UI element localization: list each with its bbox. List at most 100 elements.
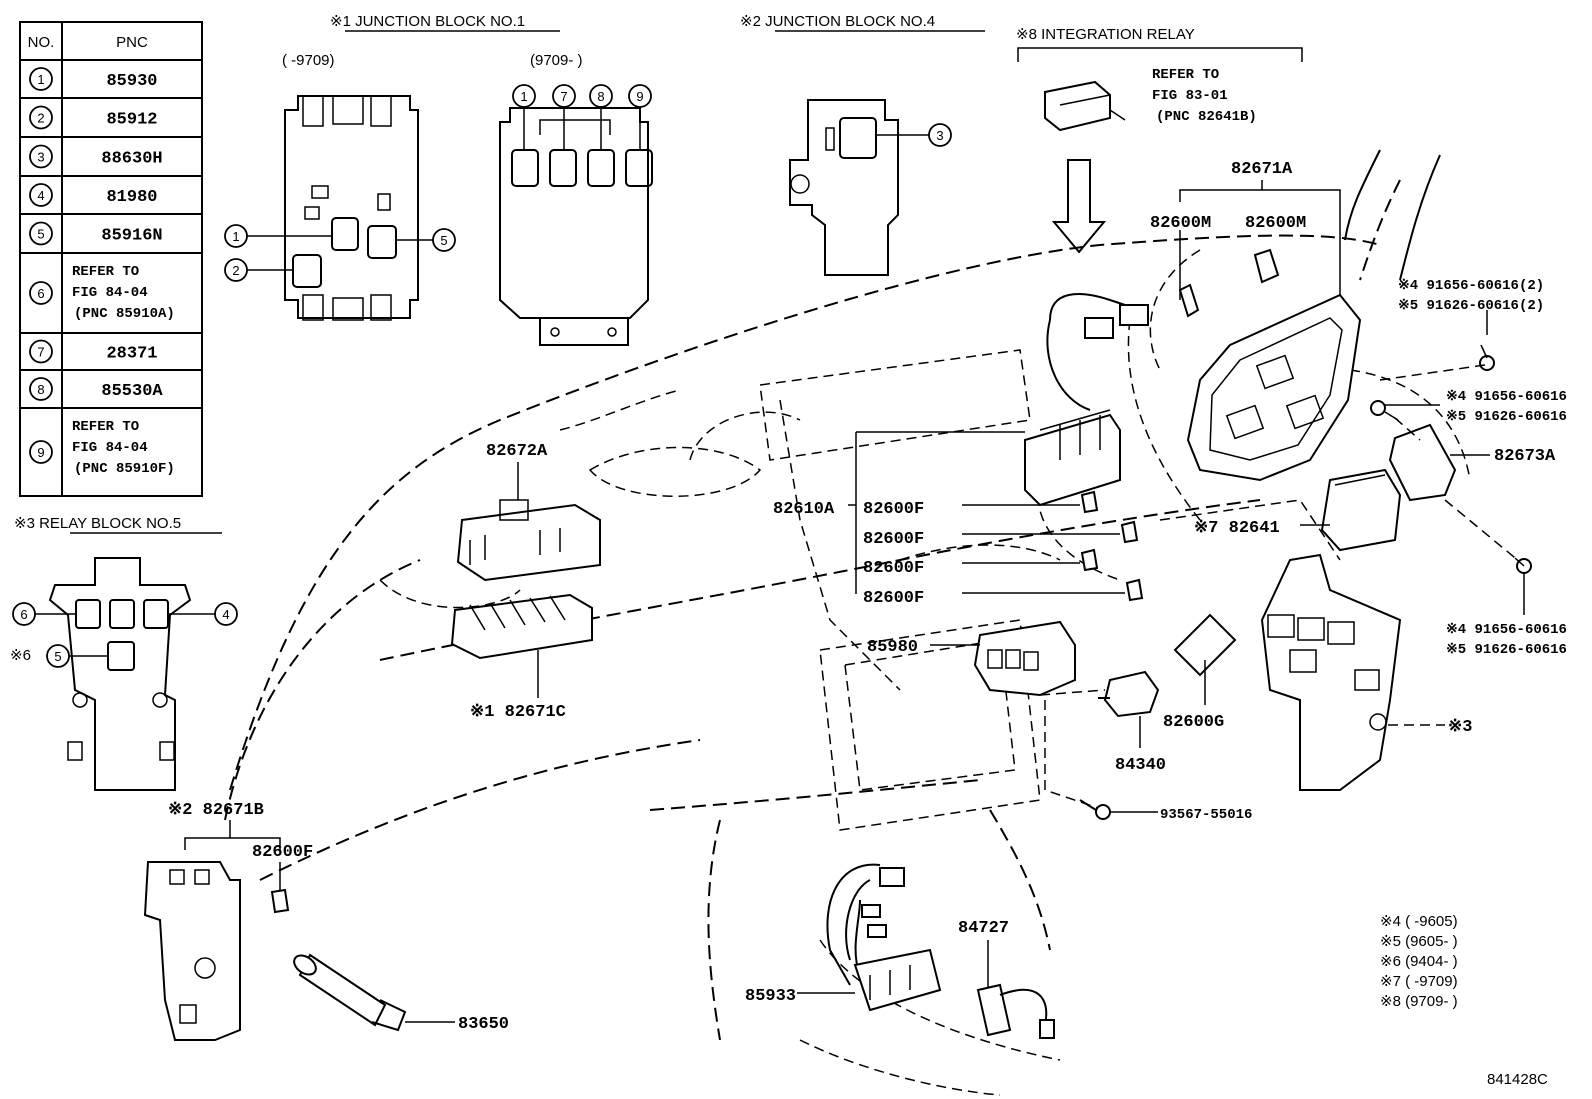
card-82600G <box>1173 613 1237 677</box>
switch-84340 <box>1098 670 1160 718</box>
table-row-pnc-line: (PNC 85910F) <box>74 461 175 477</box>
label-82600M-a: 82600M <box>1150 214 1211 233</box>
flasher-83650 <box>293 953 407 1032</box>
jb1-left-callouts: 1 2 5 <box>224 224 456 282</box>
heading-junction-block-1: ※1 JUNCTION BLOCK NO.1 <box>330 13 525 30</box>
callout-jb1r-8: 8 <box>597 89 604 104</box>
label-82671A: 82671A <box>1231 160 1293 179</box>
table-row-pnc-line: FIG 84-04 <box>72 285 148 301</box>
switch-84727 <box>976 983 1055 1039</box>
label-82600F-b: 82600F <box>252 843 313 862</box>
label-85980: 85980 <box>867 638 918 657</box>
table-header-no: NO. <box>28 34 55 51</box>
fuse-82600M-a <box>1178 283 1200 318</box>
table-row-number-circle <box>29 183 53 207</box>
junction-block-main <box>1186 293 1362 482</box>
callout-jb1r-7: 7 <box>560 89 567 104</box>
bolt-a <box>1479 310 1495 371</box>
callout-rb5-4: 4 <box>222 607 229 622</box>
label-82610A: 82610A <box>773 500 835 519</box>
label-82600F-3: 82600F <box>863 559 924 578</box>
integration-relay <box>1044 80 1126 132</box>
jb1-right-callouts: 1 7 8 9 <box>512 84 652 150</box>
table-row-pnc: 85930 <box>106 72 157 91</box>
table-row-number: 6 <box>37 286 44 301</box>
junction-82671B <box>143 861 241 1041</box>
bolt-b <box>1370 400 1399 421</box>
junction-block-4 <box>789 99 899 276</box>
table-row-pnc-line: REFER TO <box>72 419 139 435</box>
label-82600G: 82600G <box>1163 713 1224 732</box>
note-7: ※7 ( -9709) <box>1380 973 1458 990</box>
relay-82672A <box>456 499 601 582</box>
table-row-number-circle <box>29 339 53 364</box>
junction-82671C <box>450 593 593 660</box>
relay-block-no5-installed <box>1260 553 1402 791</box>
table-row-pnc-line: FIG 84-04 <box>72 440 148 456</box>
label-82672A: 82672A <box>486 442 548 461</box>
table-row-number-circle <box>29 105 53 130</box>
note-6: ※6 (9404- ) <box>1380 953 1458 970</box>
note-4: ※4 ( -9605) <box>1380 913 1458 930</box>
bolt-c <box>1514 557 1532 574</box>
label-bolt-a2: ※5 91626-60616(2) <box>1398 298 1544 314</box>
table-row-number-circle <box>29 377 53 401</box>
label-82641: ※7 82641 <box>1194 519 1280 538</box>
table-header-pnc: PNC <box>116 34 148 51</box>
table-row-pnc-line: REFER TO <box>72 264 139 280</box>
table-row-pnc: 88630H <box>101 150 162 169</box>
table-row-pnc-line: (PNC 85910A) <box>74 306 175 322</box>
callout-rb5-note: ※6 <box>10 647 31 664</box>
heading-junction-block-4: ※2 JUNCTION BLOCK NO.4 <box>740 13 935 30</box>
heading-relay-block-5: ※3 RELAY BLOCK NO.5 <box>14 515 181 532</box>
table-row-number-circle <box>29 221 53 246</box>
label-relay-ref3: ※3 <box>1448 718 1472 737</box>
label-82671C: ※1 82671C <box>470 703 566 722</box>
junction-block-1-right <box>499 107 653 346</box>
label-82600F-1: 82600F <box>863 500 924 519</box>
table-row-number: 3 <box>37 150 44 165</box>
label-bolt-b1: ※4 91656-60616 <box>1446 389 1567 405</box>
callout-jb1-1: 1 <box>232 229 239 244</box>
harness-85933 <box>826 863 942 1012</box>
table-row-pnc: 85530A <box>101 382 163 401</box>
table-row-number-circle <box>29 440 53 464</box>
label-82671B: ※2 82671B <box>168 801 264 820</box>
label-83650: 83650 <box>458 1015 509 1034</box>
table-row-number: 9 <box>37 445 44 460</box>
label-bolt-a1: ※4 91656-60616(2) <box>1398 278 1544 294</box>
figure-id: 841428C <box>1487 1071 1548 1088</box>
dashboard-outline <box>224 149 1471 1096</box>
table-row-number: 4 <box>37 188 44 203</box>
callout-rb5-5: 5 <box>54 649 61 664</box>
label-84727: 84727 <box>958 919 1009 938</box>
label-93567: 93567-55016 <box>1160 807 1252 823</box>
integration-ref-1: REFER TO <box>1152 67 1219 83</box>
heading-integration-relay: ※8 INTEGRATION RELAY <box>1016 26 1195 43</box>
label-82600F-2: 82600F <box>863 530 924 549</box>
relay-block-no5 <box>48 557 192 791</box>
integration-ref-2: FIG 83-01 <box>1152 88 1228 104</box>
callout-jb1-5: 5 <box>440 233 447 248</box>
module-85980 <box>973 620 1076 697</box>
fuse-82600M-b <box>1253 248 1280 284</box>
label-82600M-b: 82600M <box>1245 214 1306 233</box>
table-row-number: 8 <box>37 382 44 397</box>
relay-82673A <box>1388 423 1457 502</box>
label-84340: 84340 <box>1115 756 1166 775</box>
table-row-number-circle <box>29 67 53 91</box>
label-85933: 85933 <box>745 987 796 1006</box>
label-bolt-c2: ※5 91626-60616 <box>1446 642 1567 658</box>
integration-ref-3: (PNC 82641B) <box>1156 109 1257 125</box>
table-row-pnc: 28371 <box>106 345 157 364</box>
label-82600F-4: 82600F <box>863 589 924 608</box>
label-bolt-b2: ※5 91626-60616 <box>1446 409 1567 425</box>
table-row-number-circle <box>29 281 53 305</box>
down-arrow-icon <box>1051 159 1107 254</box>
table-row-number: 1 <box>37 72 44 87</box>
table-row-pnc: 85912 <box>106 111 157 130</box>
fuse-82600F-b <box>270 888 290 914</box>
note-5: ※5 (9605- ) <box>1380 933 1458 950</box>
table-row-number: 2 <box>37 111 44 126</box>
